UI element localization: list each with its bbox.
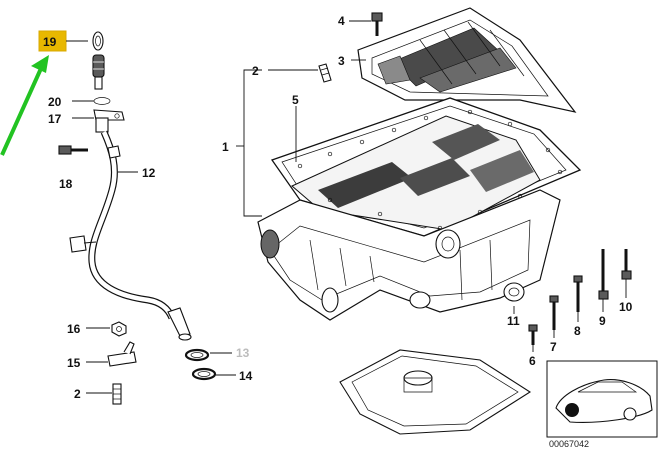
callout-10: 10 bbox=[619, 300, 633, 314]
reference-number: 00067042 bbox=[549, 439, 589, 449]
callout-2-lower: 2 bbox=[74, 387, 81, 401]
callout-20: 20 bbox=[48, 95, 62, 109]
callout-4: 4 bbox=[338, 14, 345, 28]
callout-1: 1 bbox=[222, 140, 229, 154]
callout-12: 12 bbox=[142, 166, 156, 180]
callout-8: 8 bbox=[574, 324, 581, 338]
callout-16: 16 bbox=[67, 322, 81, 336]
callout-6: 6 bbox=[529, 354, 536, 368]
callout-13: 13 bbox=[236, 346, 250, 360]
baffle-plate bbox=[357, 7, 577, 113]
oil-pan bbox=[257, 97, 582, 321]
callout-7: 7 bbox=[550, 340, 557, 354]
vehicle-thumbnail bbox=[546, 360, 658, 438]
stud-2-lower bbox=[112, 383, 122, 405]
bracket-15 bbox=[107, 341, 137, 367]
callout-15: 15 bbox=[67, 356, 81, 370]
bolt-4 bbox=[371, 12, 383, 36]
bolt-8 bbox=[573, 275, 583, 312]
nut-16 bbox=[111, 321, 127, 337]
leader-lines bbox=[66, 20, 627, 394]
callout-18: 18 bbox=[59, 177, 73, 191]
seal-14 bbox=[191, 367, 217, 381]
callout-5: 5 bbox=[292, 93, 299, 107]
bolt-10 bbox=[621, 249, 632, 280]
callout-17: 17 bbox=[48, 112, 62, 126]
callout-3: 3 bbox=[338, 54, 345, 68]
bolt-9 bbox=[598, 249, 609, 300]
pointer-arrow bbox=[0, 55, 49, 156]
callout-19: 19 bbox=[43, 35, 57, 49]
bolt-6 bbox=[528, 324, 538, 345]
lower-sump-gasket bbox=[339, 349, 532, 435]
bolt-18 bbox=[58, 145, 88, 155]
stud-2-upper bbox=[318, 63, 332, 83]
bolt-7 bbox=[549, 295, 559, 330]
callout-9: 9 bbox=[599, 314, 606, 328]
dipstick-guide-tube bbox=[69, 31, 192, 341]
seal-13 bbox=[184, 348, 210, 362]
callout-14: 14 bbox=[239, 369, 253, 383]
callout-11: 11 bbox=[507, 314, 520, 328]
callout-2-upper: 2 bbox=[252, 64, 259, 78]
